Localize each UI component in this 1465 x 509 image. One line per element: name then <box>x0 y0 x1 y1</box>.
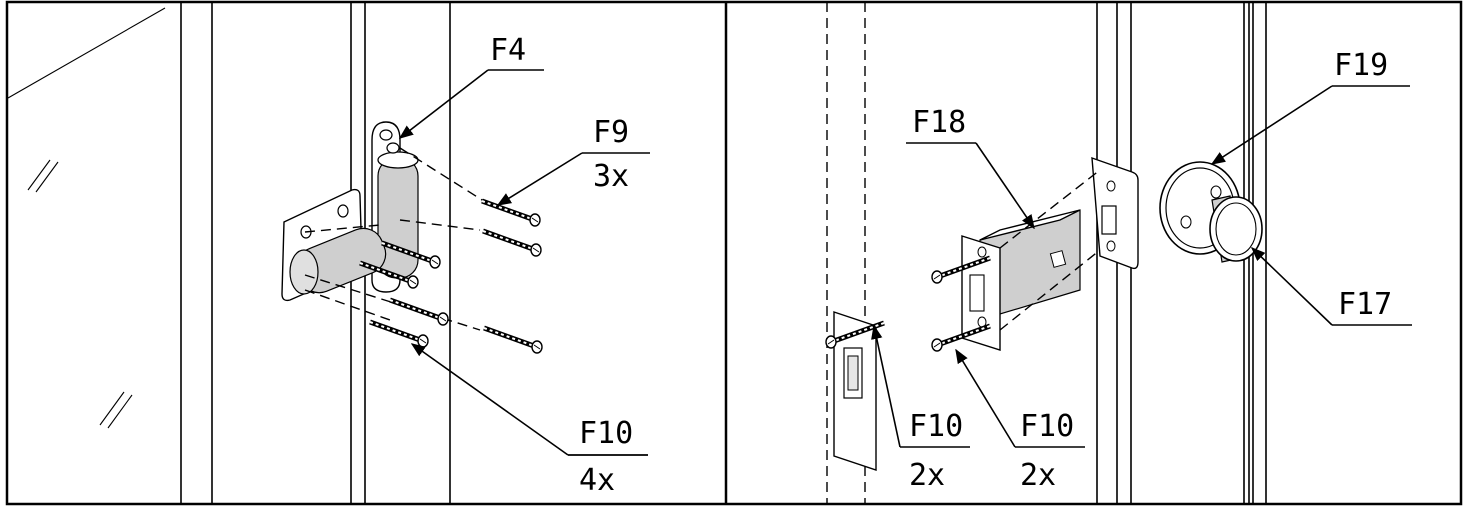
label-f10-b: F10 <box>1020 409 1074 444</box>
left-panel: F4 F9 3x F10 4x <box>7 2 650 504</box>
label-f10-left-quantity: 4x <box>579 463 615 498</box>
latch-part-f18 <box>961 156 1139 351</box>
strike-plate-part <box>826 311 884 471</box>
outer-frame <box>5 0 1463 506</box>
guide-lines-right <box>999 169 1101 331</box>
guide-lines-left <box>304 147 491 331</box>
label-f10-a: F10 <box>909 409 963 444</box>
label-f19: F19 <box>1334 48 1388 83</box>
label-f10-left: F10 <box>579 416 633 451</box>
label-f10-b-quantity: 2x <box>1020 458 1056 493</box>
label-f4: F4 <box>490 33 526 68</box>
right-panel: F18 F19 F17 F10 2x F10 2x <box>826 2 1412 504</box>
knob-f17 <box>1209 196 1263 262</box>
label-f9: F9 <box>593 115 629 150</box>
label-f18: F18 <box>912 105 966 140</box>
glass-reflection <box>7 7 166 429</box>
label-f17: F17 <box>1338 287 1392 322</box>
door-frame-lines-left <box>180 2 451 504</box>
label-f10-a-quantity: 2x <box>909 458 945 493</box>
label-f9-quantity: 3x <box>593 159 629 194</box>
knob-part <box>1159 161 1263 263</box>
